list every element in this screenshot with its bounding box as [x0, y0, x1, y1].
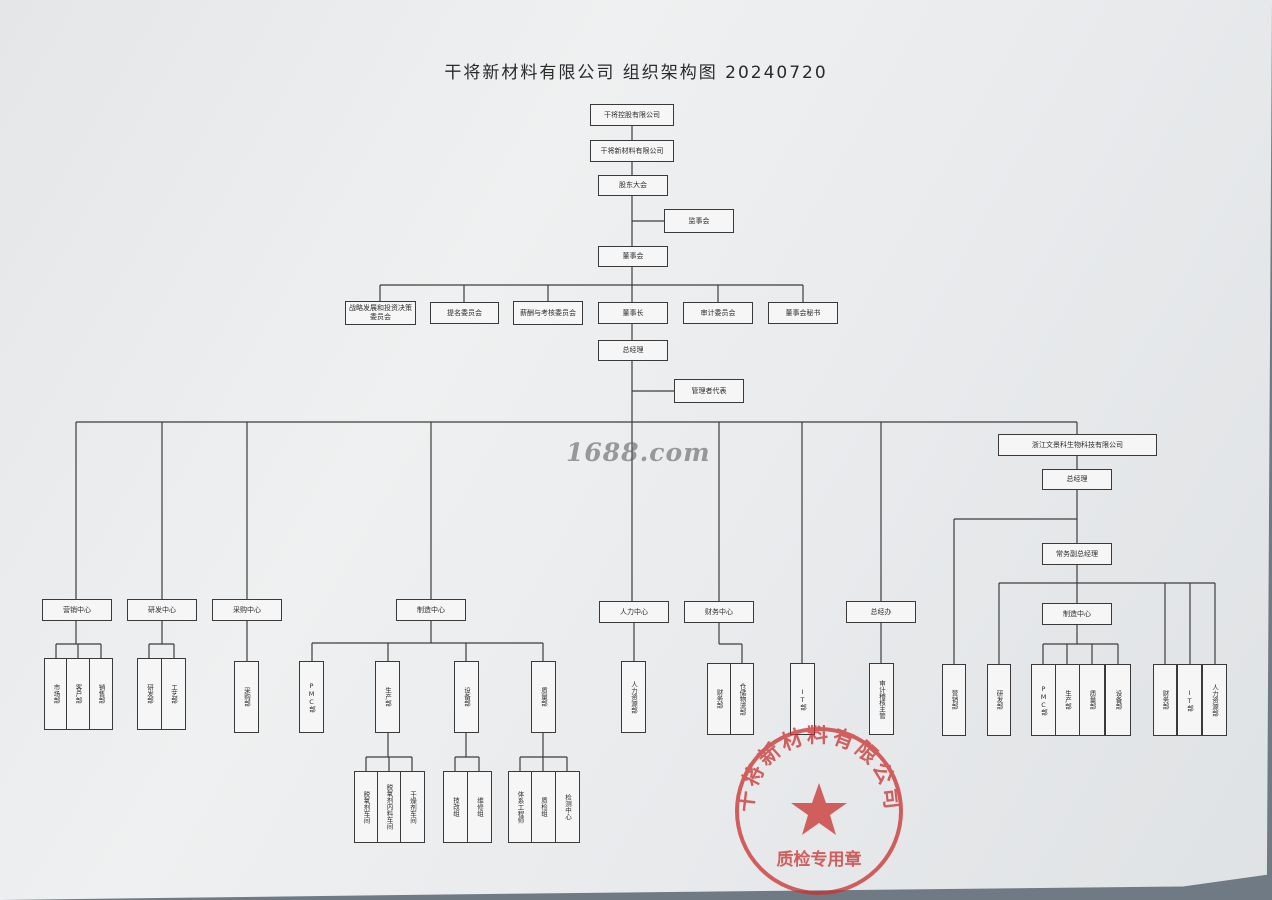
node-customer-dept: 客户部 — [66, 658, 90, 730]
node-chairman: 董事长 — [598, 302, 668, 324]
node-tech-group: 技改组 — [443, 771, 468, 843]
node-sub-it: IT部 — [1177, 664, 1202, 736]
node-process-dept: 工艺部 — [161, 658, 186, 730]
node-maint-group: 维修组 — [467, 771, 492, 843]
node-board: 董事会 — [598, 246, 668, 267]
node-market-dept: 市场部 — [44, 658, 68, 730]
node-finance-center: 财务中心 — [684, 601, 754, 623]
node-quality-dept: 质量部 — [531, 661, 556, 733]
node-nomination-committee: 提名委员会 — [430, 302, 499, 324]
node-production-dept: 生产部 — [375, 661, 400, 733]
node-finance-dept: 财务部 — [707, 663, 731, 735]
node-shop-3: 干燥剂车间 — [400, 771, 425, 843]
node-sub-rd: 研发部 — [987, 664, 1011, 736]
node-hr-dept: 人力资源部 — [621, 661, 646, 733]
node-mgmt-rep: 管理者代表 — [674, 379, 744, 403]
node-sub-pmc: PMC部 — [1031, 664, 1056, 736]
chart-title: 干将新材料有限公司 组织架构图 20240720 — [444, 63, 828, 83]
node-holding: 干将控股有限公司 — [590, 104, 674, 126]
node-shop-2: 脱氧剂内料车间 — [377, 771, 401, 843]
node-audit-supervisor: 审计稽核主管 — [869, 663, 894, 735]
seal-ring — [735, 727, 903, 895]
node-sub-sales: 营销部 — [942, 664, 966, 736]
node-board-secretary: 董事会秘书 — [768, 302, 838, 324]
node-shop-1: 脱氧剂车间 — [354, 771, 378, 843]
node-sub-quality: 质量部 — [1079, 664, 1105, 736]
node-sub-equipment: 设备部 — [1105, 664, 1131, 736]
node-inspection-group: 质检组 — [531, 771, 556, 843]
seal-center-text: 质检专用章 — [777, 849, 862, 870]
node-sales-dept: 销售部 — [89, 658, 113, 730]
node-hr-center: 人力中心 — [599, 601, 669, 623]
node-purchase-dept: 采购部 — [234, 661, 259, 733]
node-sub-mfg-center: 制造中心 — [1042, 603, 1112, 625]
node-zhejiang-subsidiary: 浙江文景科生物科技有限公司 — [998, 434, 1157, 456]
node-strategy-committee: 战略发展和投资决策委员会 — [345, 301, 416, 325]
node-salary-committee: 薪酬与考核委员会 — [513, 301, 583, 325]
node-company: 干将新材料有限公司 — [590, 140, 674, 162]
node-system-engineer: 体系工程师 — [508, 771, 532, 843]
node-supervisors: 监事会 — [664, 209, 734, 233]
node-general-manager: 总经理 — [598, 340, 668, 361]
node-testing-center: 检测中心 — [555, 771, 580, 843]
node-warehouse-dept: 仓储物流部 — [730, 663, 754, 735]
company-seal: 干将新材料有限公司 质检专用章 — [733, 725, 903, 895]
node-sub-hr: 人力资源部 — [1202, 664, 1227, 736]
node-purchase-center: 采购中心 — [212, 599, 282, 621]
node-it-dept: IT部 — [790, 663, 815, 735]
seal-star-icon — [791, 783, 847, 835]
node-sub-general-manager: 总经理 — [1042, 469, 1112, 490]
node-shareholders: 股东大会 — [598, 175, 668, 196]
node-rd-dept: 研发部 — [137, 658, 162, 730]
node-gm-office: 总经办 — [846, 601, 916, 623]
node-sub-production: 生产部 — [1055, 664, 1080, 736]
node-rd-center: 研发中心 — [127, 599, 197, 621]
node-manufacturing-center: 制造中心 — [396, 599, 466, 621]
node-marketing-center: 营销中心 — [42, 599, 112, 621]
node-sub-exec-vice-gm: 常务副总经理 — [1042, 543, 1112, 565]
node-equipment-dept: 设备部 — [454, 661, 479, 733]
watermark: 1688.com — [566, 438, 711, 467]
node-audit-committee: 审计委员会 — [683, 302, 753, 324]
node-sub-finance: 财务部 — [1153, 664, 1177, 736]
node-pmc-dept: PMC部 — [299, 661, 324, 733]
